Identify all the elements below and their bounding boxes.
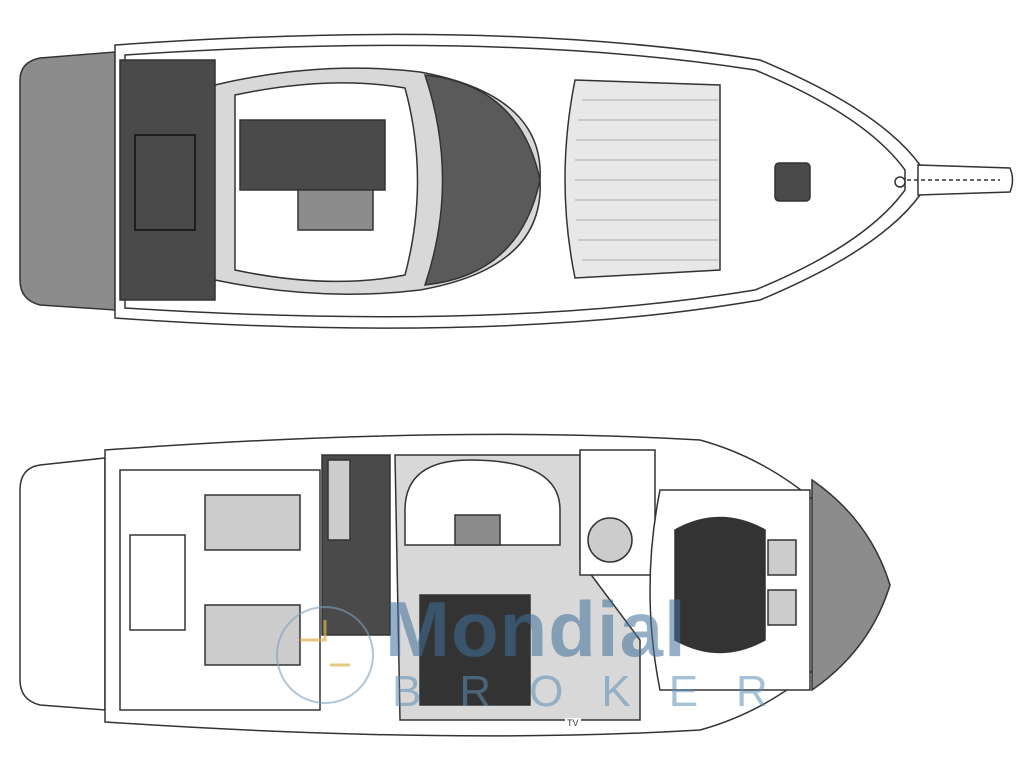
engine-hatch bbox=[129, 534, 186, 631]
watermark-logo-mark bbox=[300, 620, 350, 667]
helm-seat bbox=[327, 459, 351, 541]
lower-deck-plan bbox=[19, 433, 891, 737]
hatch bbox=[134, 134, 196, 231]
cockpit-table bbox=[297, 189, 374, 231]
bow-locker bbox=[811, 478, 891, 692]
sunpad bbox=[564, 79, 721, 279]
fore-hatch bbox=[774, 162, 811, 202]
watermark-subtitle: BROKER bbox=[392, 667, 806, 716]
tv-label: TV bbox=[565, 718, 581, 728]
cockpit-floor bbox=[239, 119, 386, 191]
locker bbox=[767, 589, 797, 626]
hardtop bbox=[423, 74, 541, 286]
swim-platform bbox=[19, 51, 116, 311]
shower bbox=[587, 517, 633, 563]
galley bbox=[419, 594, 531, 706]
sunpad-lines bbox=[575, 99, 718, 261]
v-berth bbox=[674, 516, 766, 654]
swim-platform bbox=[19, 457, 106, 711]
windlass bbox=[894, 176, 906, 188]
watermark-brand: Mondial bbox=[385, 585, 687, 673]
hull-inner bbox=[124, 44, 906, 318]
locker bbox=[767, 539, 797, 576]
watermark-logo bbox=[276, 606, 374, 704]
engines bbox=[204, 494, 301, 666]
top-deck-plan bbox=[19, 33, 1014, 329]
dinette bbox=[404, 459, 561, 546]
dinette-table bbox=[454, 514, 501, 546]
